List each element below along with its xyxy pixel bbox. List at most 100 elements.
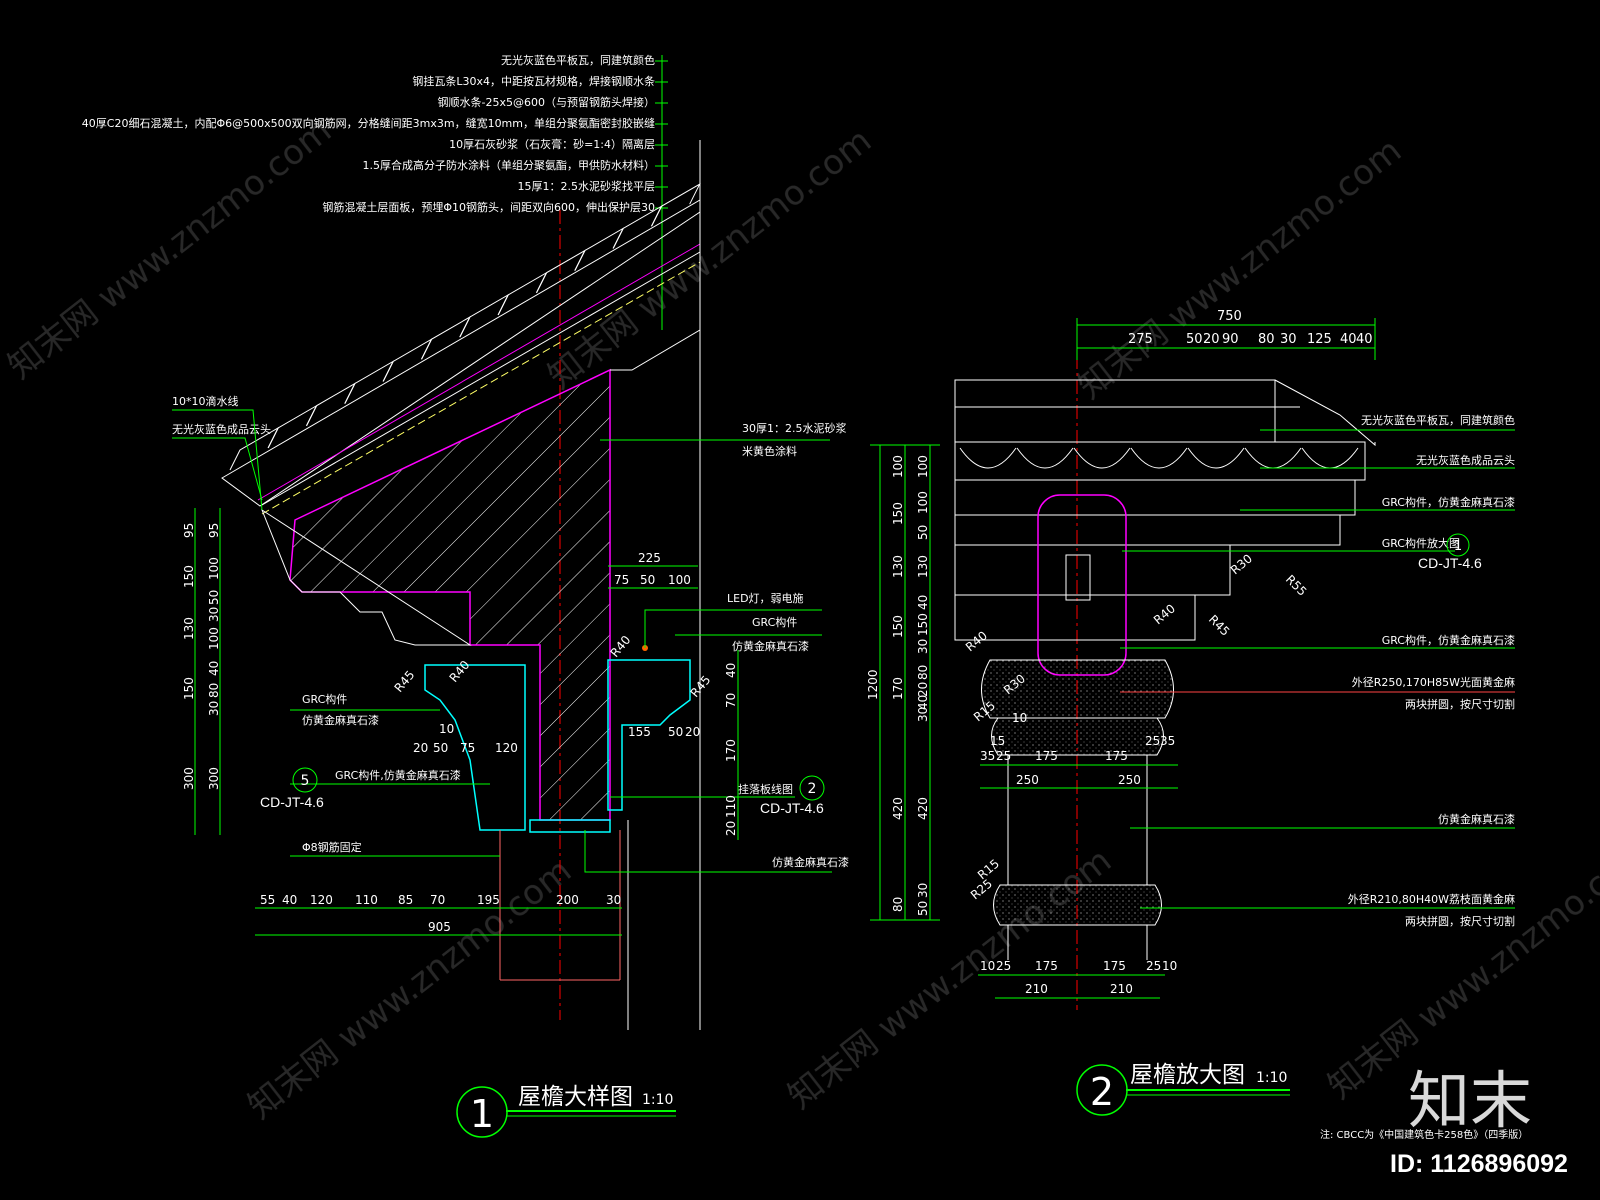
- dim: 50: [668, 725, 683, 739]
- dim: 80: [207, 683, 221, 698]
- detail-ref-5: 5 CD-JT-4.6: [260, 767, 324, 810]
- drawing-1-title: 1 屋檐大样图 1:10: [456, 1084, 676, 1138]
- left-labels: 10*10滴水线 无光灰蓝色成品云头 GRC构件 仿黄金麻真石漆 GRC构件,仿…: [172, 394, 461, 854]
- label: Φ8钢筋固定: [302, 840, 362, 854]
- dim: 90: [1222, 332, 1239, 347]
- dim: 75: [614, 573, 629, 587]
- dim: 120: [310, 893, 333, 907]
- label: 仿黄金麻真石漆: [302, 713, 379, 727]
- dim: 210: [1110, 982, 1133, 996]
- eave-profile: [260, 508, 472, 646]
- dim: 40: [282, 893, 297, 907]
- label: 两块拼圆，按尺寸切割: [1405, 914, 1515, 928]
- dim: 175: [1103, 959, 1126, 973]
- dim: 100: [207, 627, 221, 650]
- ref-code: CD-JT-4.6: [260, 794, 324, 810]
- watermark-layer: 知末网 www.znzmo.com 知末网 www.znzmo.com 知末网 …: [1, 111, 1600, 1127]
- dim: 100: [916, 455, 930, 478]
- label: LED灯，弱电施: [727, 592, 804, 605]
- label: 仿黄金麻真石漆: [732, 639, 809, 653]
- dim: 300: [182, 767, 196, 790]
- dim: 70: [430, 893, 445, 907]
- dim-total: 750: [1217, 309, 1242, 324]
- right-labels: 30厚1：2.5水泥砂浆 米黄色涂料 LED灯，弱电施 GRC构件 仿黄金麻真石…: [727, 421, 849, 869]
- dim-total: 1200: [866, 669, 880, 700]
- radius: R30: [1228, 551, 1255, 577]
- dim: 75: [460, 741, 475, 755]
- grc-panel: [1037, 494, 1127, 676]
- left-dimension-chain: [870, 444, 940, 921]
- label: 外径R250,170H85W光面黄金麻: [1352, 675, 1515, 689]
- dim: 175: [1105, 749, 1128, 763]
- left-leaders: [172, 409, 500, 857]
- dim: 40: [916, 695, 930, 710]
- dim: 30: [1280, 332, 1297, 347]
- dim: 50: [207, 590, 221, 605]
- radius: R40: [447, 658, 473, 685]
- ref-number: 1: [1454, 539, 1462, 554]
- dim: 200: [556, 893, 579, 907]
- tile-course: [954, 379, 1376, 641]
- title-number: 2: [1090, 1070, 1114, 1114]
- ref-code: CD-JT-4.6: [1418, 555, 1482, 571]
- concrete-eave-body: [289, 368, 611, 821]
- ref-number: 2: [808, 781, 817, 797]
- dim: 195: [477, 893, 500, 907]
- label: 仿黄金麻真石漆: [1438, 812, 1515, 826]
- title-text: 屋檐大样图: [518, 1084, 633, 1110]
- label: 无光灰蓝色平板瓦，同建筑颜色: [1361, 413, 1515, 427]
- torus-lower: [993, 884, 1162, 926]
- radius: R45: [688, 673, 714, 700]
- watermark: 知末网 www.znzmo.com: [781, 841, 1119, 1117]
- note-line: 15厚1：2.5水泥砂浆找平层: [518, 179, 656, 193]
- dim: 250: [1016, 773, 1039, 787]
- tile-scallop: [1244, 447, 1302, 469]
- top-dimension-values: 225 75 50 100: [614, 551, 691, 587]
- dim: 150: [891, 615, 905, 638]
- label: 无光灰蓝色成品云头: [172, 422, 271, 436]
- label: 米黄色涂料: [742, 444, 797, 458]
- detail-ref-1: 1 CD-JT-4.6: [1418, 533, 1482, 571]
- label: GRC构件放大图: [1382, 536, 1460, 550]
- radius: R40: [963, 628, 990, 654]
- dim: 20: [413, 741, 428, 755]
- note-line: 钢挂瓦条L30x4，中距按瓦材规格，焊接钢顺水条: [412, 74, 655, 88]
- radius: R55: [1283, 572, 1310, 599]
- note-ticks: [655, 60, 668, 209]
- torus-upper-2: [991, 717, 1164, 756]
- bottom-dimension-chain: [255, 907, 622, 936]
- dim: 40: [724, 663, 738, 678]
- dim: 275: [1128, 332, 1153, 347]
- drawing-2-eave-enlarged: 750 275 50 20 90 80 30 125 40 40: [866, 309, 1515, 1116]
- radius: R40: [1151, 601, 1178, 627]
- top-dimension-chain: [608, 565, 698, 589]
- brand-logo: 知末: [1408, 1064, 1532, 1137]
- dim: 25: [1145, 734, 1160, 748]
- top-dimension-chain: [1076, 318, 1376, 360]
- drawing-1-eave-detail: 无光灰蓝色平板瓦，同建筑颜色 钢挂瓦条L30x4，中距按瓦材规格，焊接钢顺水条 …: [82, 53, 849, 1138]
- left-dimension-chain: [194, 508, 221, 835]
- brand-id: ID: 1126896092: [1390, 1150, 1568, 1178]
- ref-code: CD-JT-4.6: [760, 800, 824, 816]
- label: 10*10滴水线: [172, 394, 239, 408]
- dim: 25: [996, 749, 1011, 763]
- dim: 100: [668, 573, 691, 587]
- dim: 300: [207, 767, 221, 790]
- dim: 10: [1162, 959, 1177, 973]
- tile-scallop: [1187, 447, 1245, 469]
- note-line: 无光灰蓝色平板瓦，同建筑颜色: [501, 53, 655, 67]
- title-text: 屋檐放大图: [1130, 1062, 1245, 1088]
- right-leaders: [1120, 429, 1515, 909]
- dim: 85: [398, 893, 413, 907]
- top-dimension-values: 750 275 50 20 90 80 30 125 40 40: [1128, 309, 1373, 347]
- dim: 95: [207, 523, 221, 538]
- dim: 50: [1186, 332, 1203, 347]
- dim: 20: [916, 682, 930, 697]
- dim: 155: [628, 725, 651, 739]
- dim: 50: [916, 901, 930, 916]
- dim: 30: [916, 883, 930, 898]
- dim: 10: [439, 722, 454, 736]
- dim-total: 905: [428, 920, 451, 934]
- dim: 15: [990, 734, 1005, 748]
